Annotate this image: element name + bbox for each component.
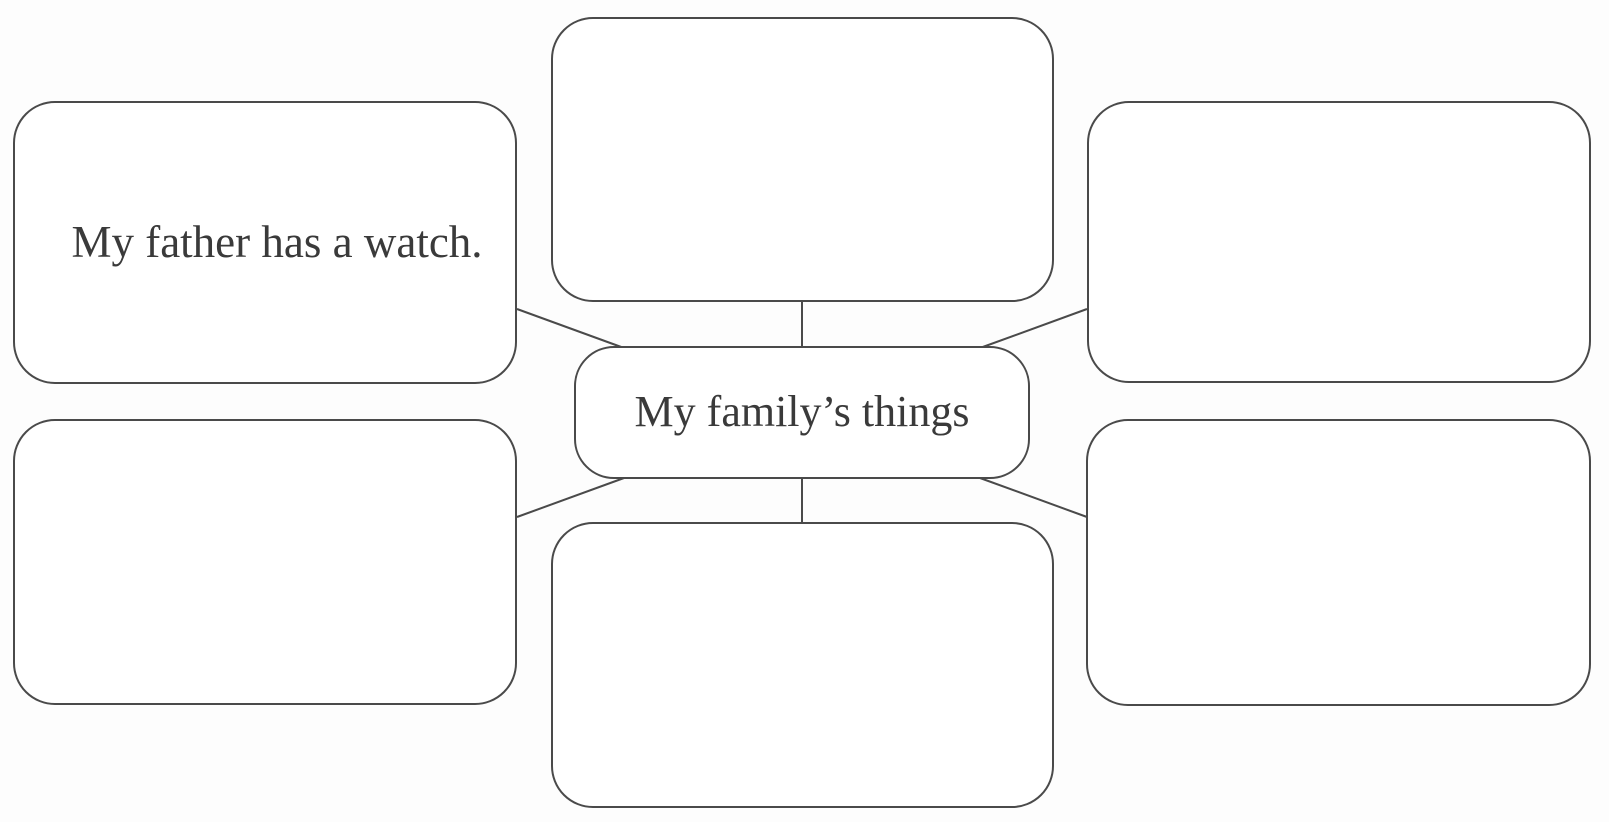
connector-bottom-left xyxy=(516,477,625,518)
connector-top-right xyxy=(979,308,1088,349)
connector-bottom-right xyxy=(979,477,1088,518)
center-box: My family’s things xyxy=(574,346,1030,479)
center-box-title: My family’s things xyxy=(634,387,970,437)
bottom-right-box xyxy=(1086,419,1591,706)
top-left-box-text: My father has a watch. xyxy=(71,216,483,267)
bottom-left-box xyxy=(13,419,517,705)
top-right-box xyxy=(1087,101,1591,383)
bottom-middle-box xyxy=(551,522,1054,808)
top-left-box: My father has a watch. xyxy=(13,101,517,384)
top-middle-box xyxy=(551,17,1054,302)
connector-top-left xyxy=(516,308,625,349)
